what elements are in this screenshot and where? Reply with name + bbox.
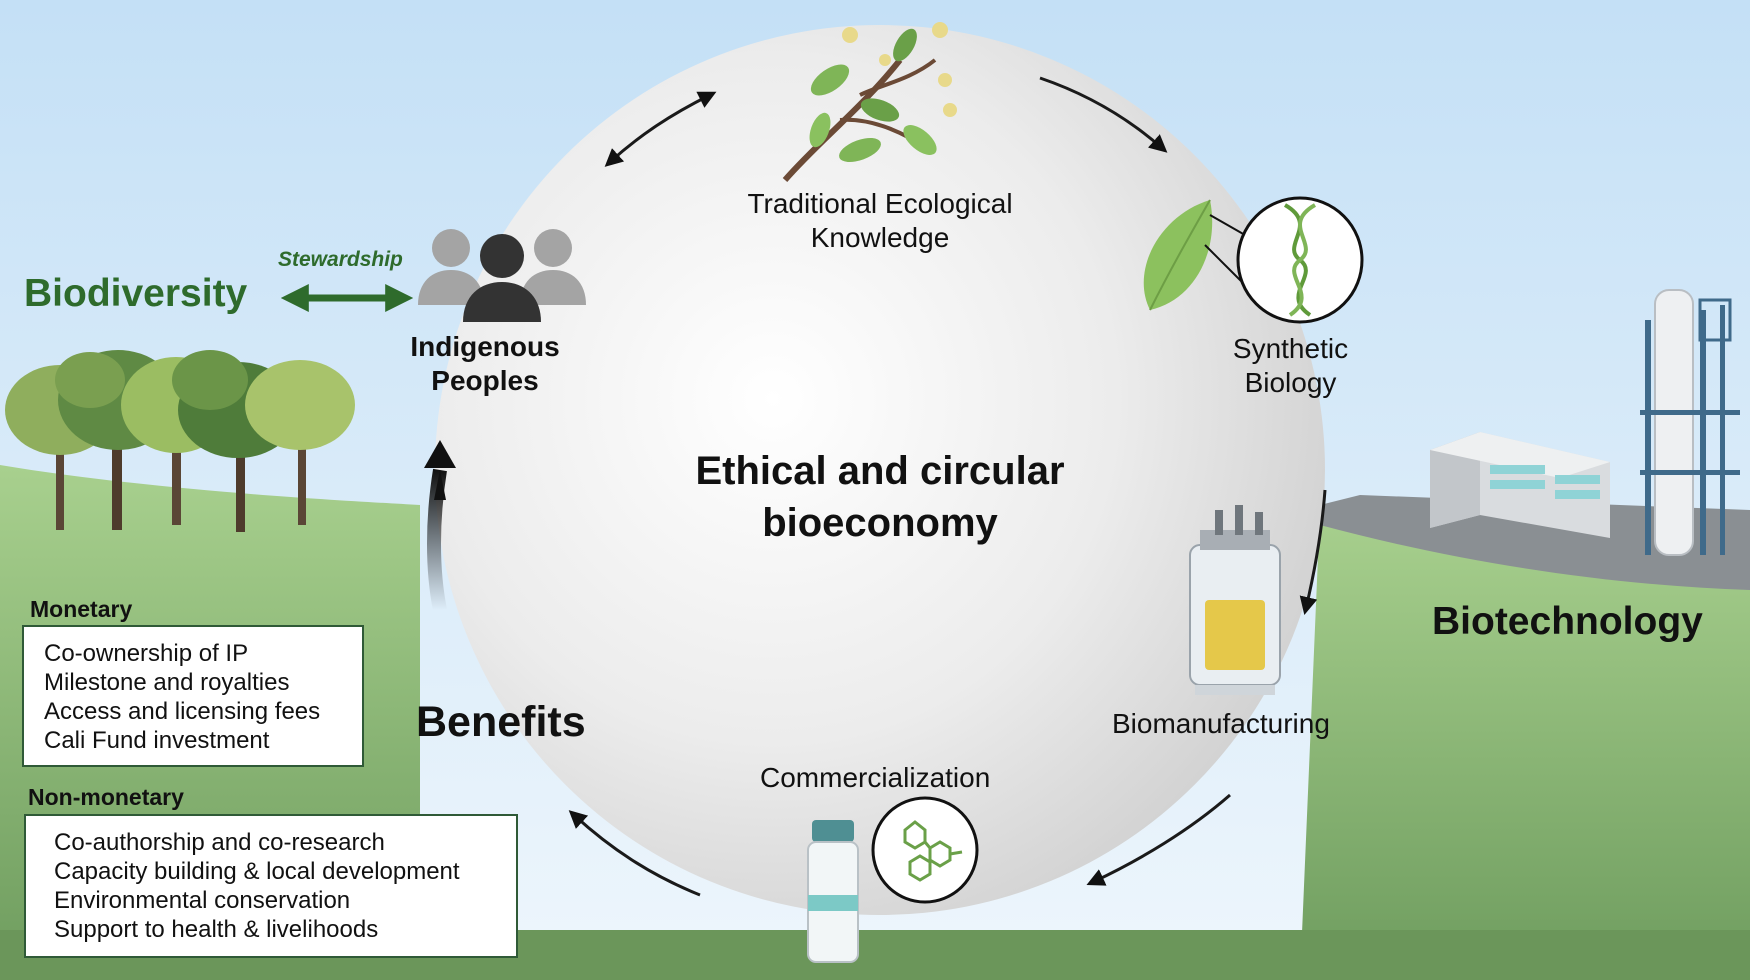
monetary-item: Cali Fund investment bbox=[44, 727, 270, 754]
tek-label: Traditional Ecological Knowledge bbox=[747, 188, 1013, 253]
stewardship-label: Stewardship bbox=[278, 248, 403, 271]
commercialization-label: Commercialization bbox=[760, 762, 991, 793]
non-monetary-heading: Non-monetary bbox=[28, 784, 184, 810]
dna-icon bbox=[1236, 196, 1364, 324]
non-monetary-item: Capacity building & local development bbox=[54, 858, 460, 885]
biodiversity-label: Biodiversity bbox=[24, 272, 248, 315]
factory-icon bbox=[1430, 289, 1740, 556]
cycle-disc bbox=[435, 25, 1325, 915]
monetary-box: Co-ownership of IP Milestone and royalti… bbox=[22, 625, 364, 767]
non-monetary-item: Co-authorship and co-research bbox=[54, 829, 385, 856]
molecule-icon bbox=[871, 796, 979, 904]
indigenous-peoples-label: Indigenous Peoples bbox=[410, 331, 560, 396]
people-icon bbox=[418, 229, 586, 322]
leaf-icon bbox=[1143, 199, 1213, 311]
monetary-item: Access and licensing fees bbox=[44, 698, 321, 725]
monetary-item: Co-ownership of IP bbox=[44, 640, 249, 667]
benefits-label: Benefits bbox=[416, 698, 586, 746]
monetary-heading: Monetary bbox=[30, 596, 133, 622]
up-arrow-icon bbox=[424, 440, 456, 468]
monetary-item: Milestone and royalties bbox=[44, 669, 290, 696]
synbio-label: Synthetic Biology bbox=[1232, 333, 1349, 398]
flowering-branch-icon bbox=[782, 22, 957, 182]
non-monetary-item: Environmental conservation bbox=[54, 887, 351, 914]
center-title: Ethical and circular bioeconomy bbox=[695, 449, 1065, 545]
biotechnology-label: Biotechnology bbox=[1432, 600, 1703, 643]
non-monetary-box: Co-authorship and co-research Capacity b… bbox=[24, 814, 518, 958]
cycle-arrows bbox=[568, 76, 1327, 897]
biomanufacturing-label: Biomanufacturing bbox=[1112, 708, 1330, 739]
bioreactor-icon bbox=[1189, 505, 1281, 695]
vial-icon bbox=[807, 820, 859, 963]
non-monetary-item: Support to health & livelihoods bbox=[54, 916, 379, 943]
tree-icon bbox=[5, 350, 355, 532]
